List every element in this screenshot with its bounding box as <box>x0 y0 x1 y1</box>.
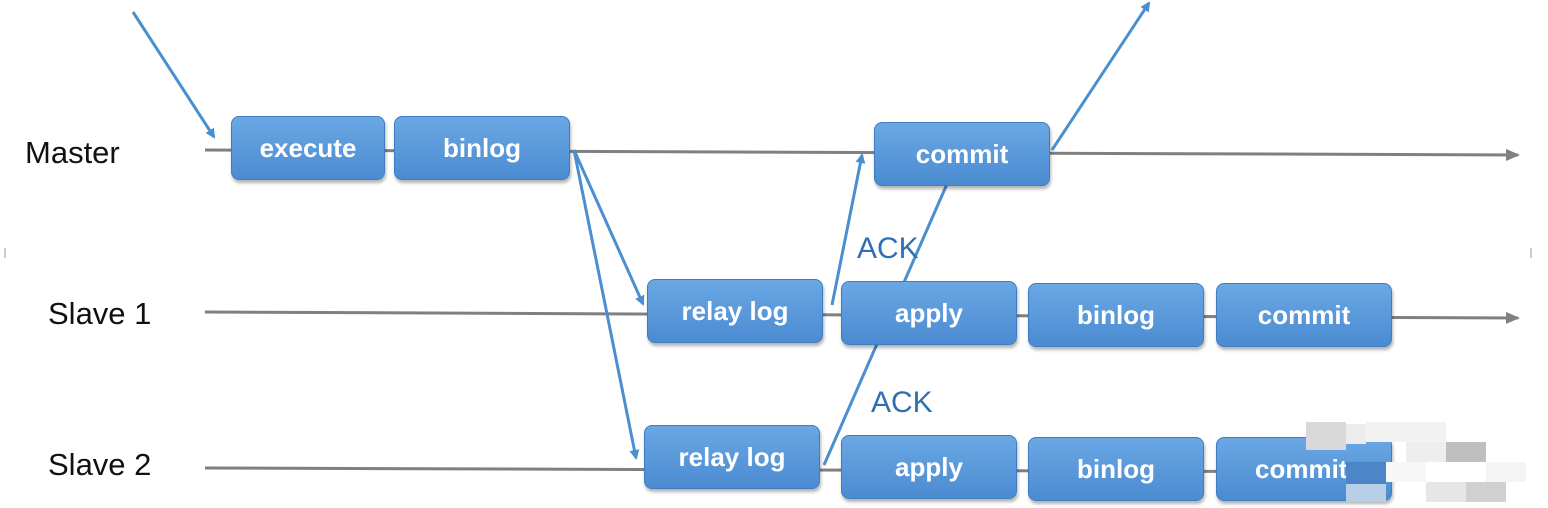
master-execute-box: execute <box>231 116 385 180</box>
ack-label-slave2: ACK <box>871 386 933 419</box>
lane-label-master: Master <box>25 135 120 170</box>
ack-slave1-arrow <box>830 153 866 306</box>
slave1-relay-log-box: relay log <box>647 279 823 343</box>
ack-label-slave1: ACK <box>857 232 919 265</box>
slave2-relay-log-box: relay log <box>644 425 820 489</box>
master-binlog-box: binlog <box>394 116 570 180</box>
master-commit-box: commit <box>874 122 1050 186</box>
incoming-request-arrow <box>131 11 216 139</box>
lane-label-slave1: Slave 1 <box>48 296 152 331</box>
binlog-to-slave1-arrow <box>572 149 645 306</box>
response-arrow <box>1050 1 1151 151</box>
slave2-binlog-box: binlog <box>1028 437 1204 501</box>
slave2-apply-box: apply <box>841 435 1017 499</box>
binlog-to-slave2-arrow <box>572 149 640 460</box>
lane-label-slave2: Slave 2 <box>48 447 152 482</box>
slave1-binlog-box: binlog <box>1028 283 1204 347</box>
slave1-apply-box: apply <box>841 281 1017 345</box>
slave1-commit-box: commit <box>1216 283 1392 347</box>
